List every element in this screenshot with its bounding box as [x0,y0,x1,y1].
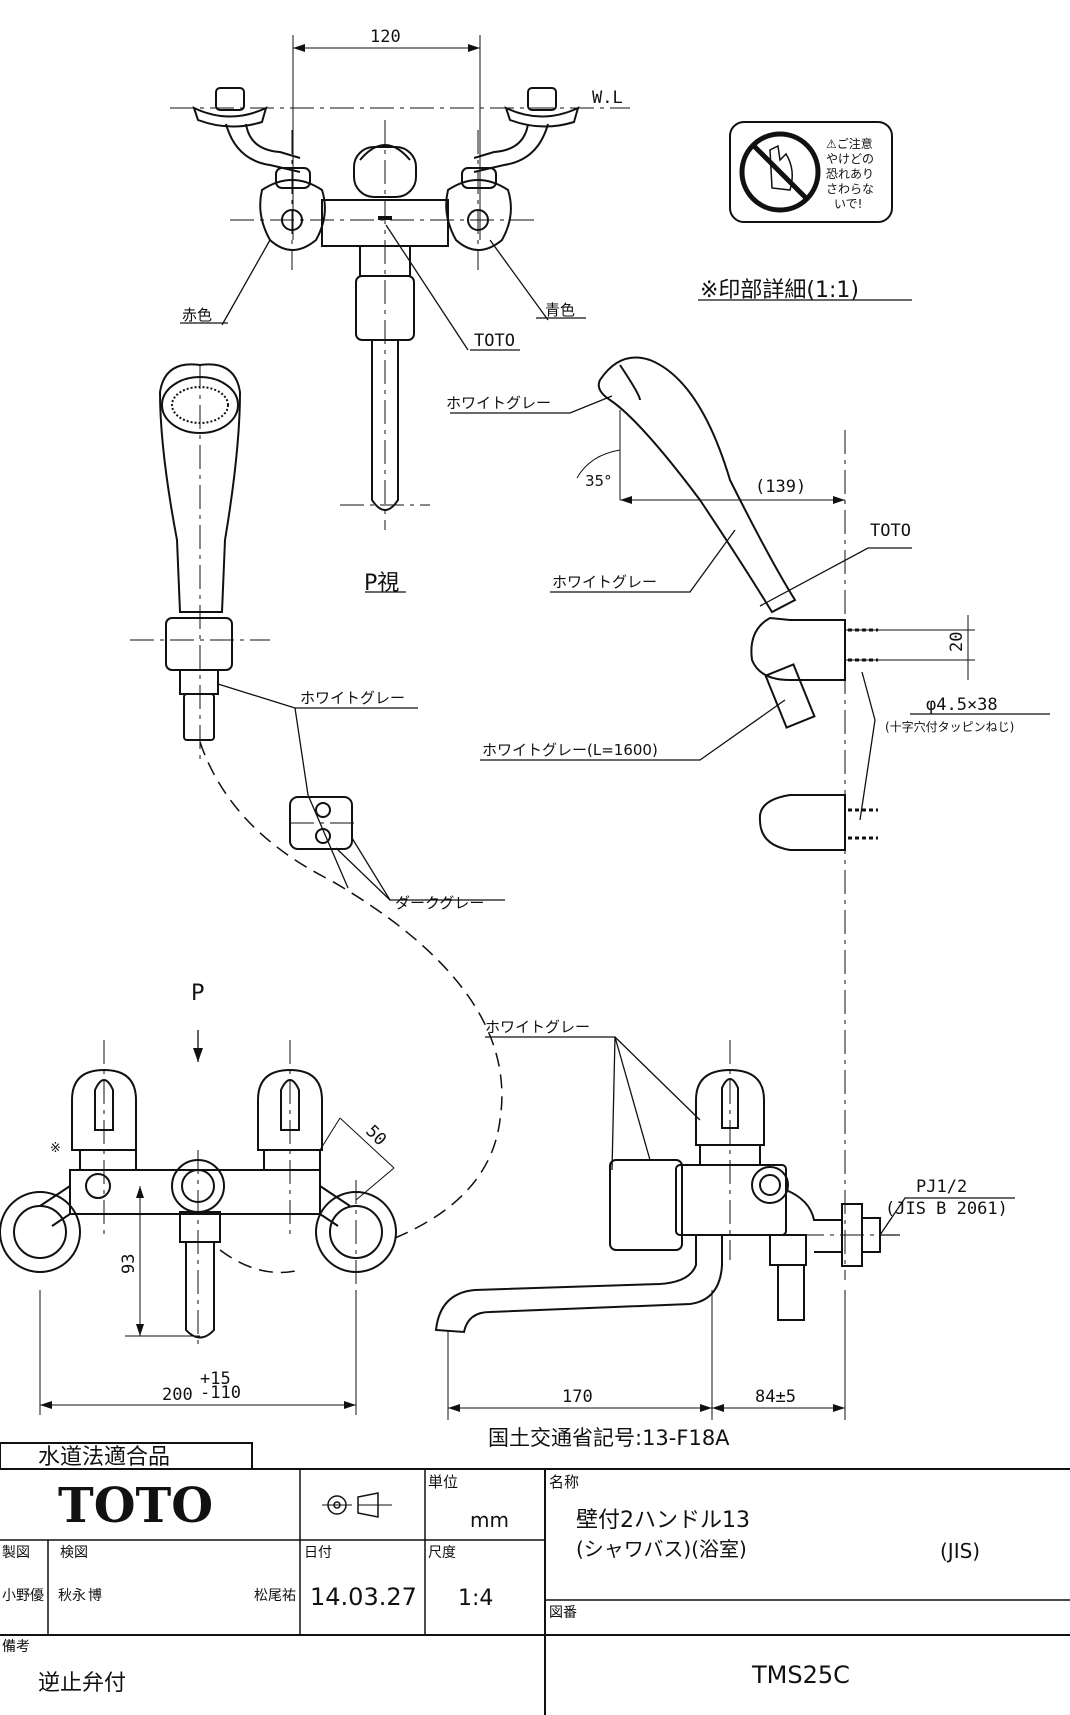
label-white-gray-handle: ホワイトグレー [552,573,657,591]
dim-screw-note: (十字穴付タッピンねじ) [885,719,1014,734]
label-blue: 青色 [545,301,575,319]
dim-pipe-thread: PJ1/2 [916,1177,967,1197]
label-mlit: 国土交通省記号:13-F18A [488,1426,730,1450]
water-law-text: 水道法適合品 [38,1445,170,1470]
dim-handle-offset: 50 [361,1121,390,1150]
check-label: 検図 [60,1545,88,1561]
approve-stamp: 祐 [282,1588,296,1604]
unit-label: 単位 [428,1473,458,1491]
scale-value: 1:4 [458,1586,493,1611]
name-line-2: (シャワバス)(浴室) [576,1537,747,1561]
dim-top-width: 120 [370,27,401,47]
label-dark-gray: ダークグレー [395,894,484,912]
dim-tol-plus: +15 [200,1369,231,1389]
caution-mark [729,121,893,223]
shower-side-view [450,356,1050,1280]
label-p-arrow: P [191,981,204,1006]
dim-pipe-std: (JIS B 2061) [885,1199,1008,1219]
dim-spout-height: 93 [119,1254,139,1274]
label-red: 赤色 [182,306,212,324]
remarks-label: 備考 [2,1639,30,1655]
label-toto-top: TOTO [474,331,515,351]
label-print-detail: ※印部詳細(1:1) [700,278,859,303]
dim-wl: W.L [592,88,623,108]
caution-title: ⚠ご注意 [826,136,873,151]
caution-line-1: やけどの [826,152,874,166]
date-value: 14.03.27 [310,1583,417,1611]
title-block-frame [0,1442,1070,1715]
label-asterisk: ※ [50,1141,61,1156]
dim-angle: 35° [585,472,612,490]
dim-tol-minus: -110 [200,1383,241,1403]
drawing-no: TMS25C [751,1661,850,1689]
label-white-gray-head: ホワイトグレー [446,394,551,412]
logo-toto: TOTO [58,1478,213,1534]
side-view [434,1036,1015,1420]
drawing-no-label: 図番 [549,1605,577,1621]
approve-signature: 松尾 [254,1588,282,1604]
name-label: 名称 [549,1473,579,1491]
caution-line-3: さわらな [826,182,874,196]
name-line-1: 壁付2ハンドル13 [576,1508,750,1533]
dim-screw: φ4.5×38 [926,695,998,715]
dim-base-width: 200 [162,1385,193,1405]
drawn-label: 製図 [2,1545,30,1561]
check-stamp: 博 [88,1587,102,1604]
dim-bracket-spacing: 20 [947,632,967,652]
drawn-stamp: 優 [30,1588,44,1604]
scale-label: 尺度 [428,1545,456,1561]
top-view [170,35,630,593]
label-white-gray-left: ホワイトグレー [300,689,405,707]
label-toto-side: TOTO [870,521,911,541]
label-white-gray-hose: ホワイトグレー(L=1600) [482,741,658,759]
name-jis: (JIS) [940,1539,980,1563]
hand-shower-front [130,363,505,1241]
drawn-signature: 小野 [2,1588,30,1604]
remarks-value: 逆止弁付 [38,1671,126,1696]
dim-holder-offset: (139) [755,477,806,497]
date-label: 日付 [304,1545,332,1561]
dim-side-offset: 84±5 [755,1387,796,1407]
label-p-view: P視 [364,571,399,596]
unit-value: mm [470,1508,509,1532]
front-view [0,1030,397,1415]
dim-spout-length: 170 [562,1387,593,1407]
caution-line-2: 恐れあり [826,167,874,181]
caution-line-4: いで! [834,197,862,211]
check-signature: 秋永 [58,1588,86,1604]
label-white-gray-side: ホワイトグレー [485,1018,590,1036]
